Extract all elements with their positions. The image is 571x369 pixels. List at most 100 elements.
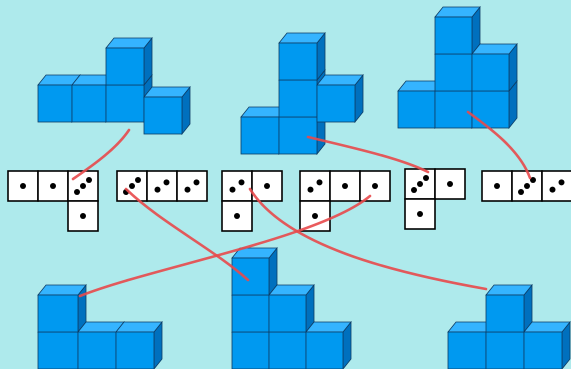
pip bbox=[238, 179, 245, 186]
cube-front-face bbox=[115, 331, 155, 369]
cube-front-face bbox=[447, 331, 487, 369]
match-line-top-left-card-1 bbox=[71, 128, 131, 181]
cube-top-face bbox=[485, 284, 533, 296]
dice-cell bbox=[116, 170, 148, 202]
pip bbox=[558, 179, 565, 186]
pip bbox=[129, 183, 135, 189]
cube-front-face bbox=[485, 294, 525, 333]
cube-front-face bbox=[434, 16, 473, 55]
pip bbox=[80, 213, 86, 219]
pip bbox=[184, 186, 191, 193]
pip bbox=[50, 183, 56, 189]
structure-bottom-right bbox=[447, 283, 571, 369]
pip bbox=[135, 177, 141, 183]
cube bbox=[278, 31, 326, 82]
cell-box bbox=[221, 170, 253, 202]
cube-top-face bbox=[434, 6, 481, 18]
dice-card-1 bbox=[7, 170, 99, 232]
pip bbox=[154, 186, 161, 193]
pip bbox=[518, 189, 524, 195]
dice-cell bbox=[7, 170, 39, 202]
cell-box bbox=[359, 170, 391, 202]
dice-cell bbox=[511, 170, 543, 202]
pip bbox=[549, 186, 556, 193]
cube-front-face bbox=[37, 294, 79, 333]
pip bbox=[193, 179, 200, 186]
dice-cell bbox=[67, 170, 99, 202]
cube-top-face bbox=[268, 284, 315, 296]
match-line-card-3-bottom-right bbox=[248, 187, 488, 291]
pip bbox=[74, 189, 80, 195]
cube-top-face bbox=[523, 321, 571, 333]
dice-cell bbox=[146, 170, 178, 202]
structure-top-right bbox=[397, 5, 518, 130]
cube-front-face bbox=[143, 96, 183, 135]
cube-front-face bbox=[434, 53, 473, 92]
cube-front-face bbox=[268, 331, 307, 369]
dice-cell bbox=[404, 168, 436, 200]
dice-card-2 bbox=[116, 170, 208, 202]
cell-box bbox=[541, 170, 571, 202]
matching-lines bbox=[71, 110, 532, 298]
cube-front-face bbox=[434, 90, 473, 129]
structure-top-middle bbox=[240, 31, 364, 156]
cube bbox=[143, 85, 191, 136]
cube-top-face bbox=[37, 284, 87, 296]
pip bbox=[229, 186, 236, 193]
dice-card-6 bbox=[481, 170, 571, 202]
structure-top-left bbox=[37, 36, 191, 136]
cube bbox=[115, 320, 163, 369]
cube-top-face bbox=[115, 321, 163, 333]
dice-cell bbox=[299, 200, 331, 232]
cube bbox=[268, 283, 315, 334]
pip bbox=[80, 183, 86, 189]
cube-front-face bbox=[71, 84, 107, 123]
cube-front-face bbox=[278, 79, 318, 118]
pip bbox=[86, 177, 92, 183]
cube-front-face bbox=[278, 116, 318, 155]
dice-cell bbox=[541, 170, 571, 202]
cube-front-face bbox=[471, 53, 510, 92]
cube-front-face bbox=[231, 257, 270, 296]
dice-cell bbox=[359, 170, 391, 202]
dice-cell bbox=[221, 200, 253, 232]
cube-front-face bbox=[485, 331, 525, 369]
cube bbox=[105, 36, 153, 87]
cube-front-face bbox=[278, 42, 318, 81]
match-line-card-4-bottom-left bbox=[78, 194, 372, 298]
cube-front-face bbox=[471, 90, 510, 129]
match-line-card-2-bottom-middle bbox=[124, 187, 250, 282]
cell-box bbox=[299, 170, 331, 202]
dice-cell bbox=[299, 170, 331, 202]
cell-box bbox=[434, 168, 466, 200]
cube-front-face bbox=[397, 90, 436, 129]
dice-cell bbox=[67, 200, 99, 232]
cell-box bbox=[329, 170, 361, 202]
cube-top-face bbox=[316, 74, 364, 86]
dice-cell bbox=[481, 170, 513, 202]
cube-front-face bbox=[37, 84, 73, 123]
dice-cell bbox=[329, 170, 361, 202]
pip bbox=[494, 183, 500, 189]
dice-cell bbox=[251, 170, 283, 202]
dice-cell bbox=[434, 168, 466, 200]
pip bbox=[163, 179, 170, 186]
cell-box bbox=[146, 170, 178, 202]
dice-card-5 bbox=[404, 168, 466, 230]
dice-cell bbox=[37, 170, 69, 202]
pip bbox=[524, 183, 530, 189]
dice-card-3 bbox=[221, 170, 283, 232]
cube-front-face bbox=[105, 47, 145, 86]
cube-front-face bbox=[305, 331, 344, 369]
pip bbox=[417, 181, 423, 187]
dice-cell bbox=[176, 170, 208, 202]
dice-cell bbox=[404, 198, 436, 230]
cube-front-face bbox=[105, 84, 145, 123]
pip bbox=[234, 213, 240, 219]
pip bbox=[530, 177, 536, 183]
cube bbox=[231, 246, 278, 297]
pip bbox=[447, 181, 453, 187]
cube-front-face bbox=[231, 294, 270, 333]
pip bbox=[372, 183, 378, 189]
